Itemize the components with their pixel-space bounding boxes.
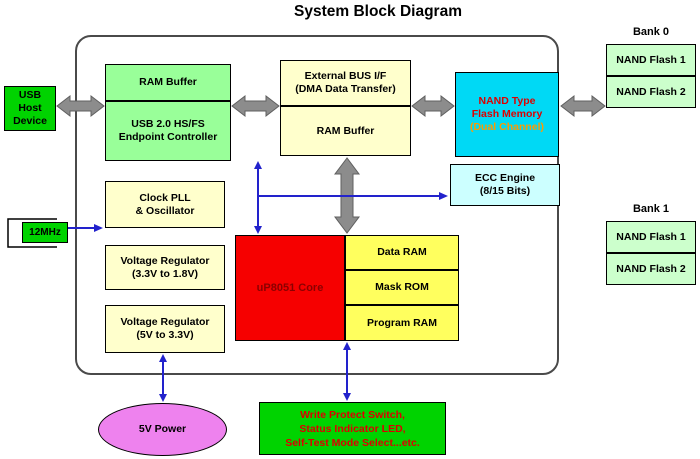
bank0-label: Bank 0: [632, 26, 670, 38]
vreg-line: (3.3V to 1.8V): [132, 267, 198, 280]
io-functions-block: Write Protect Switch, Status Indicator L…: [259, 402, 446, 455]
nand-dual-channel-label: (Dual Channel): [469, 121, 545, 133]
crystal-label: 12MHz: [29, 227, 61, 238]
bank1-nand-flash-2: NAND Flash 2: [606, 253, 696, 285]
core-label: uP8051 Core: [256, 281, 324, 294]
nand-flash-memory-block: NAND Type Flash Memory (Dual Channel): [455, 72, 559, 157]
endpoint-line: USB 2.0 HS/FS: [131, 118, 205, 130]
endpoint-line: Endpoint Controller: [118, 131, 218, 143]
mask-rom-block: Mask ROM: [345, 270, 459, 305]
ram-buffer-block: RAM Buffer: [105, 64, 231, 101]
nand-flash-label: NAND Flash 2: [616, 262, 686, 275]
power-label: 5V Power: [138, 423, 187, 435]
io-line: Status Indicator LED,: [299, 422, 406, 435]
external-bus-if-block: External BUS I/F (DMA Data Transfer): [280, 60, 411, 106]
data-ram-block: Data RAM: [345, 235, 459, 270]
extbus-line: External BUS I/F: [304, 70, 387, 82]
nand-line: Flash Memory: [471, 108, 543, 120]
endpoint-controller-block: USB 2.0 HS/FS Endpoint Controller: [105, 101, 231, 161]
pll-line: Clock PLL: [139, 191, 191, 204]
nand-flash-label: NAND Flash 2: [616, 85, 686, 98]
usb-host-line: Device: [13, 115, 47, 127]
clock-pll-block: Clock PLL & Oscillator: [105, 181, 225, 228]
diagram-title: System Block Diagram: [294, 3, 462, 20]
extbus-line: (DMA Data Transfer): [295, 83, 396, 95]
program-ram-block: Program RAM: [345, 305, 459, 341]
vreg-line: Voltage Regulator: [120, 316, 210, 328]
nand-flash-label: NAND Flash 1: [616, 53, 686, 66]
bank1-nand-flash-1: NAND Flash 1: [606, 221, 696, 253]
ecc-engine-block: ECC Engine (8/15 Bits): [450, 164, 560, 206]
bank1-label: Bank 1: [632, 203, 670, 215]
gray-arrow-nand-to-banks: [560, 94, 606, 118]
voltage-regulator-33-block: Voltage Regulator (5V to 3.3V): [105, 305, 225, 353]
mask-rom-label: Mask ROM: [375, 281, 429, 293]
vreg-line: Voltage Regulator: [120, 254, 210, 267]
pll-line: & Oscillator: [135, 204, 195, 217]
usb-host-device-block: USB Host Device: [4, 86, 56, 131]
io-line: Self-Test Mode Select...etc.: [285, 436, 420, 449]
power-5v-ellipse: 5V Power: [98, 403, 227, 456]
blue-arrowhead-io: [343, 393, 351, 401]
bank0-nand-flash-1: NAND Flash 1: [606, 44, 696, 76]
usb-host-line: Host: [18, 102, 42, 114]
nand-flash-label: NAND Flash 1: [616, 230, 686, 243]
ecc-line: ECC Engine: [474, 172, 536, 184]
blue-arrowhead-power: [159, 394, 167, 402]
data-ram-label: Data RAM: [377, 246, 427, 258]
nand-line: NAND Type: [478, 95, 536, 107]
bank0-nand-flash-2: NAND Flash 2: [606, 76, 696, 108]
voltage-regulator-18-block: Voltage Regulator (3.3V to 1.8V): [105, 245, 225, 290]
vreg-line: (5V to 3.3V): [136, 329, 194, 341]
io-line: Write Protect Switch,: [300, 408, 405, 421]
ecc-line: (8/15 Bits): [479, 185, 531, 197]
ram-buffer-dma-label: RAM Buffer: [316, 124, 375, 137]
crystal-12mhz: 12MHz: [22, 222, 68, 243]
ram-buffer-label: RAM Buffer: [139, 76, 197, 88]
ram-buffer-dma-block: RAM Buffer: [280, 106, 411, 156]
usb-host-line: USB: [18, 89, 42, 101]
program-ram-label: Program RAM: [366, 316, 437, 329]
up8051-core-block: uP8051 Core: [235, 235, 345, 341]
